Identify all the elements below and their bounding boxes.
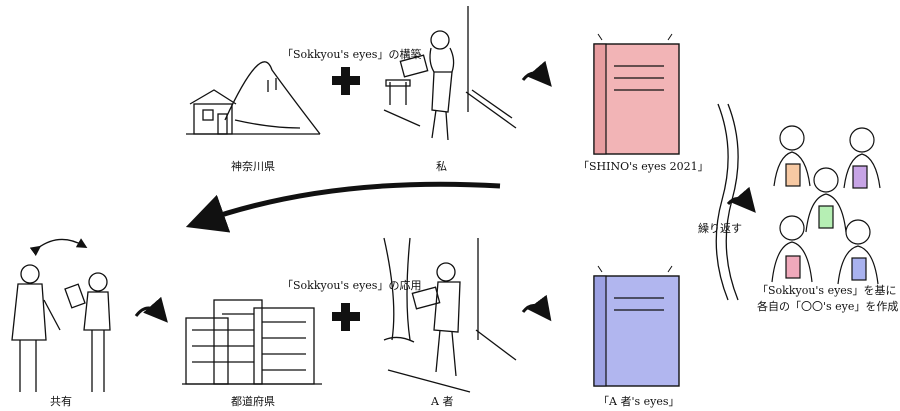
book-top-icon: [593, 33, 680, 155]
kanagawa-illustration: [186, 61, 321, 135]
watashi-label: 私: [436, 160, 447, 173]
prefecture-label: 都道府県: [231, 395, 275, 408]
prefecture-illustration: [182, 299, 322, 385]
book-bottom-icon: [593, 265, 680, 387]
result-line2-label: 各自の「〇〇's eye」を作成: [757, 300, 899, 313]
kanagawa-label: 神奈川県: [231, 160, 275, 173]
plus-icon-bottom: [332, 303, 360, 331]
top-method-label: 「Sokkyou's eyes」の構築: [282, 48, 422, 61]
repeat-wave-lines: [715, 103, 739, 301]
curve-arrow-icon: [134, 60, 756, 323]
person-a-illustration: [383, 237, 517, 393]
group-illustration: [771, 125, 881, 285]
repeat-label: 繰り返す: [698, 222, 742, 235]
share-illustration: [11, 238, 111, 392]
plus-icon-top: [332, 67, 360, 95]
person-a-label: A 者: [431, 395, 454, 408]
book-top-label: 「SHINO's eyes 2021」: [578, 160, 709, 173]
result-line1-label: 「Sokkyou's eyes」を基に: [757, 284, 897, 297]
book-bottom-label: 「A 者's eyes」: [598, 395, 680, 408]
share-label: 共有: [50, 395, 72, 408]
bottom-method-label: 「Sokkyou's eyes」の応用: [282, 279, 422, 292]
return-arrow: [185, 181, 501, 233]
watashi-illustration: [383, 6, 517, 141]
